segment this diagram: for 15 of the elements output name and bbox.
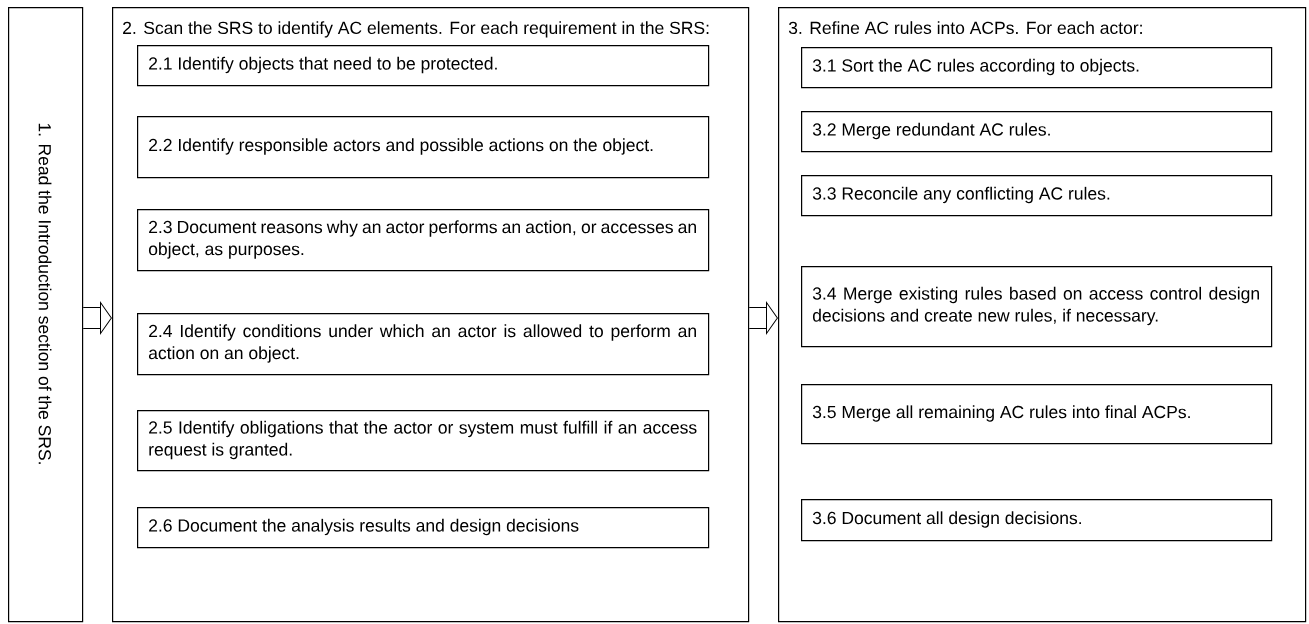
substep-box: 2.5 Identify obligations that the actor or system must fulfill if an access request is granted. xyxy=(137,410,710,472)
substep-box: 3.4 Merge existing rules based on access control design decisions and create new rules, if necessary. xyxy=(801,266,1273,348)
substep-box: 3.1 Sort the AC rules according to objects. xyxy=(801,47,1273,89)
substep-box: 2.2 Identify responsible actors and possible actions on the object. xyxy=(137,116,710,179)
block-arrow xyxy=(749,302,778,334)
substep-box: 2.6 Document the analysis results and design decisions xyxy=(137,507,710,549)
substep-box: 2.3 Document reasons why an actor performs an action, or accesses an object, as purposes. xyxy=(137,209,710,272)
substep-box: 2.4 Identify conditions under which an actor is allowed to perform an action on an object. xyxy=(137,313,710,376)
substep-box: 2.1 Identify objects that need to be protected. xyxy=(137,45,710,87)
block-arrow xyxy=(83,302,112,334)
substep-box: 3.3 Reconcile any conflicting AC rules. xyxy=(801,175,1273,217)
step-panel: 1. Read the Introduction section of the SRS. xyxy=(8,7,84,623)
substep-box: 3.5 Merge all remaining AC rules into final ACPs. xyxy=(801,384,1273,445)
substep-box: 3.6 Document all design decisions. xyxy=(801,499,1273,542)
substep-box: 3.2 Merge redundant AC rules. xyxy=(801,111,1273,153)
